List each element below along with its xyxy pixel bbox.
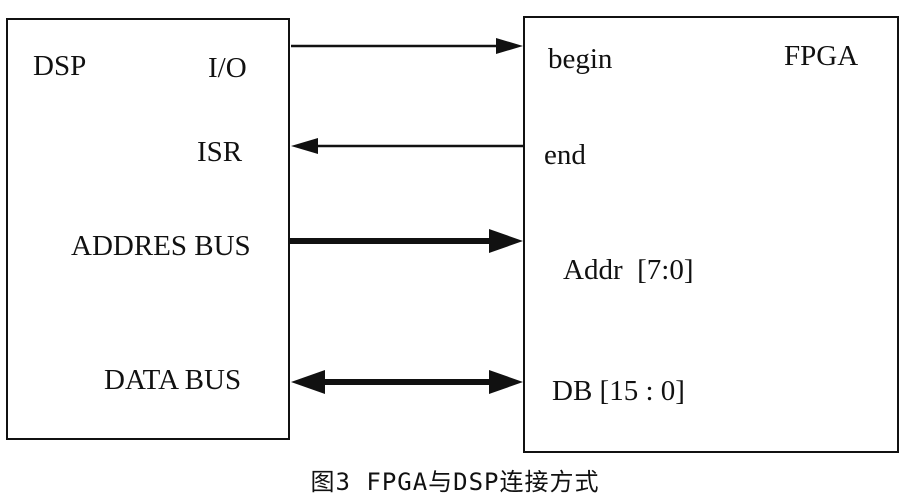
figure-caption: 图3 FPGA与DSP连接方式 <box>310 468 600 496</box>
begin-label: begin <box>548 43 613 75</box>
data-bus-label: DATA BUS <box>104 364 242 396</box>
dsp-block <box>6 18 290 440</box>
address-bus-arrowhead <box>489 229 523 253</box>
fpga-title: FPGA <box>784 40 859 72</box>
end-label: end <box>544 139 586 171</box>
dsp-title: DSP <box>33 50 87 82</box>
fpga-block <box>523 16 899 453</box>
isr-label: ISR <box>197 136 243 168</box>
isr-arrowhead <box>291 138 318 154</box>
data-bus-right-arrowhead <box>489 370 523 394</box>
io-label: I/O <box>208 52 247 84</box>
db-label: DB [15 : 0] <box>552 375 685 407</box>
address-bus-label: ADDRES BUS <box>71 230 251 262</box>
begin-arrowhead <box>496 38 523 54</box>
addr-label: Addr [7:0] <box>563 254 694 286</box>
data-bus-left-arrowhead <box>291 370 325 394</box>
